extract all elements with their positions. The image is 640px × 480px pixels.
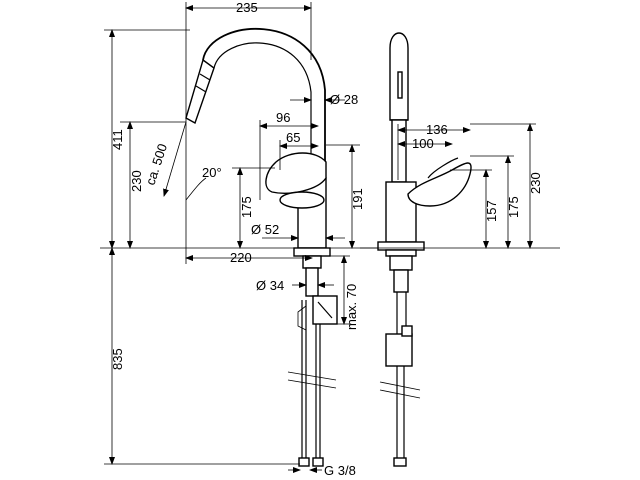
dimension-411: 411 (104, 29, 190, 249)
dim-100-label: 100 (412, 136, 434, 151)
dimension-ca-500: ca. 500 (143, 121, 187, 197)
dim-230-right-label: 230 (528, 172, 543, 194)
front-view-faucet (360, 32, 560, 467)
dimension-dia-52: Ø 52 (251, 222, 345, 241)
dim-70-label: max. 70 (344, 284, 359, 330)
front-lever (407, 162, 472, 207)
dimension-175-right: 175 (470, 155, 521, 249)
dimension-191: 191 (326, 144, 365, 249)
dimension-235: 235 (185, 0, 312, 120)
dimension-100: 100 (397, 136, 453, 151)
dimension-65: 65 (279, 130, 319, 170)
dimension-dia-34: Ø 34 (256, 278, 334, 293)
dimension-835: 835 (104, 247, 300, 465)
dim-835-label: 835 (110, 348, 125, 370)
dimension-157: 157 (450, 169, 499, 249)
dimension-max-70: max. 70 (330, 255, 359, 330)
dim-20deg-label: 20° (202, 165, 222, 180)
dimension-175-left: 175 (232, 167, 275, 249)
dimension-230-left: 230 (120, 121, 186, 249)
g38-label: G 3/8 (324, 463, 356, 478)
front-weight (385, 333, 413, 367)
dim-52-label: Ø 52 (251, 222, 279, 237)
dim-235-label: 235 (236, 0, 258, 15)
dimension-20deg: 20° (185, 120, 222, 248)
dim-500-label: ca. 500 (143, 142, 170, 187)
dimension-230-right: 230 (470, 123, 543, 249)
dimension-136: 136 (397, 122, 471, 180)
spout-inner (213, 42, 312, 182)
dim-220-label: 220 (230, 250, 252, 265)
dim-175-left-label: 175 (239, 196, 254, 218)
dim-230-left-label: 230 (129, 170, 144, 192)
dim-34-label: Ø 34 (256, 278, 284, 293)
dimension-220: 220 (185, 248, 313, 265)
dim-175-right-label: 175 (506, 196, 521, 218)
thread-g38: G 3/8 (288, 463, 356, 478)
dim-136-label: 136 (426, 122, 448, 137)
dim-157-label: 157 (484, 200, 499, 222)
dimension-dia-28: Ø 28 (290, 92, 358, 107)
dim-96-label: 96 (276, 110, 290, 125)
base-plate (293, 247, 331, 257)
lever-handle (265, 152, 327, 194)
pull-out-head (185, 58, 215, 125)
dim-28-label: Ø 28 (330, 92, 358, 107)
dim-65-label: 65 (286, 130, 300, 145)
dim-411-label: 411 (110, 129, 125, 150)
dim-191-label: 191 (350, 188, 365, 210)
dimension-96: 96 (259, 110, 319, 200)
spout-outer (202, 28, 326, 182)
